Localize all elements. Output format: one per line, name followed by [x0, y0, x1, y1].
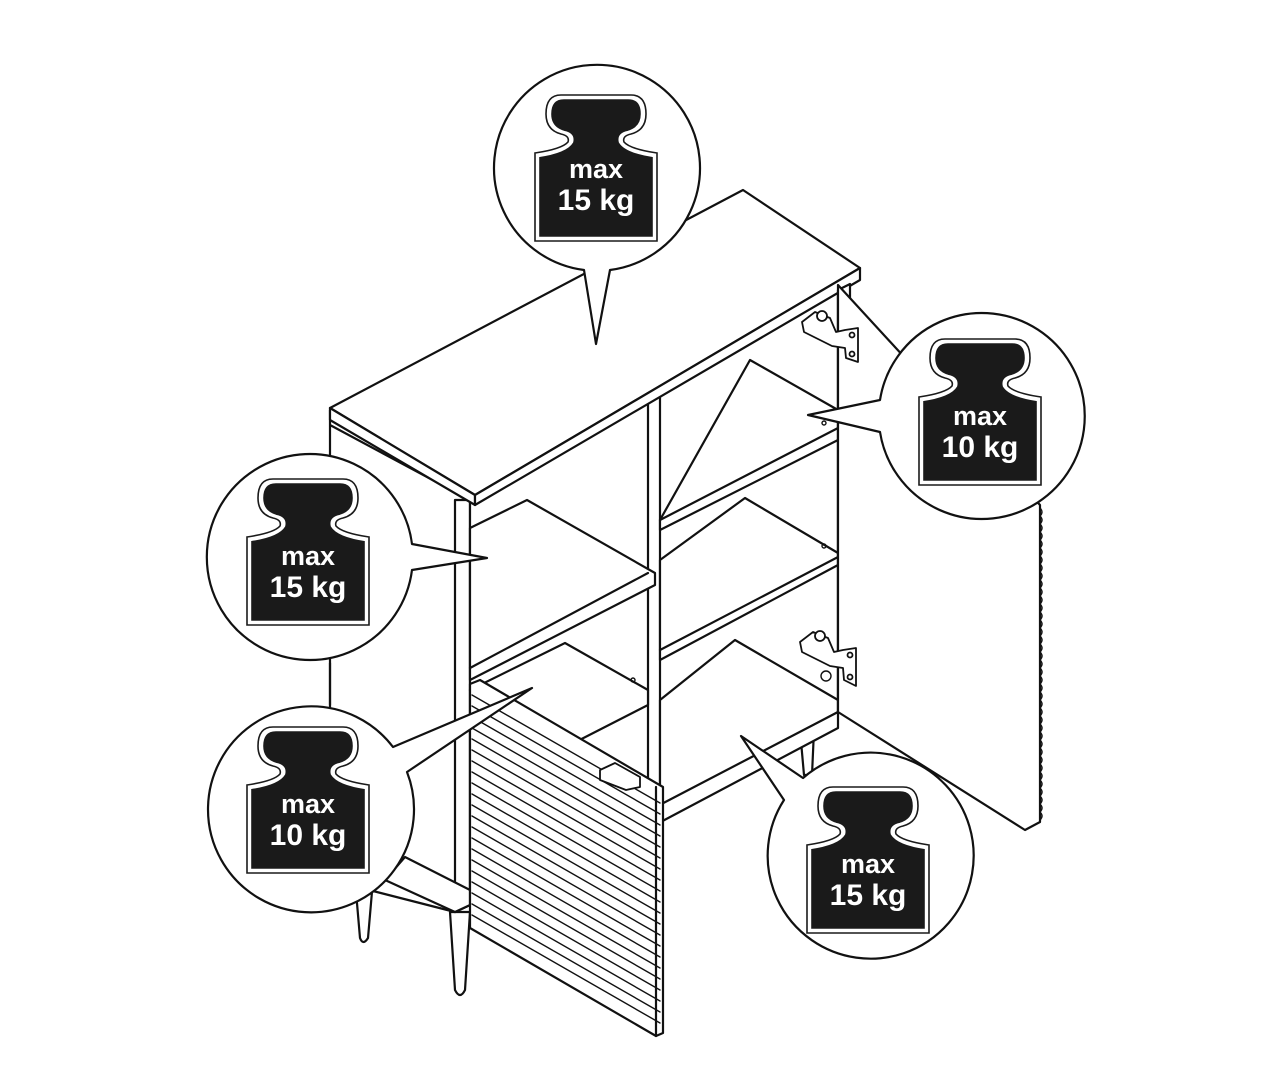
- callout-right-upper-shelf: max 10 kg: [806, 311, 1086, 521]
- hinge-mount-hole: [820, 670, 832, 682]
- top-right-edge: [473, 266, 862, 507]
- callout-label-line1: max: [281, 541, 335, 571]
- callout-label-line1: max: [953, 401, 1007, 431]
- callout-left-upper-shelf: max 15 kg: [205, 452, 489, 662]
- callout-right-bottom: max 15 kg: [739, 734, 975, 960]
- left-upper-shelf-front: [468, 571, 650, 670]
- left-upper-shelf: [468, 498, 657, 682]
- hinge-upper: [801, 310, 859, 363]
- shelf-pin-hole: [630, 677, 636, 683]
- callout-left-lower-shelf: max 10 kg: [206, 686, 534, 914]
- callout-label-line2: 10 kg: [942, 431, 1019, 464]
- door-handle[interactable]: [599, 762, 641, 791]
- shelf-pin-hole: [821, 543, 827, 549]
- center-divider: [646, 392, 662, 812]
- left-door-ribs: [471, 694, 661, 1024]
- shelf-pin-hole: [821, 420, 827, 426]
- cabinet: [328, 188, 1043, 1038]
- left-door[interactable]: [468, 678, 665, 1038]
- callout-label-line2: 15 kg: [558, 184, 635, 217]
- callout-label-line1: max: [281, 789, 335, 819]
- leg-front-left: [448, 910, 472, 997]
- callout-label-line2: 15 kg: [830, 879, 907, 912]
- hinge-lower: [799, 630, 857, 687]
- callout-label-line1: max: [841, 849, 895, 879]
- callout-label-line2: 10 kg: [270, 819, 347, 852]
- right-middle-shelf-front: [658, 555, 840, 652]
- door-ribbed-edge: [1039, 507, 1043, 821]
- callout-top-surface: max 15 kg: [492, 63, 702, 346]
- callout-label-line1: max: [569, 154, 623, 184]
- right-upper-shelf-front: [658, 426, 840, 522]
- callout-label-line2: 15 kg: [270, 571, 347, 604]
